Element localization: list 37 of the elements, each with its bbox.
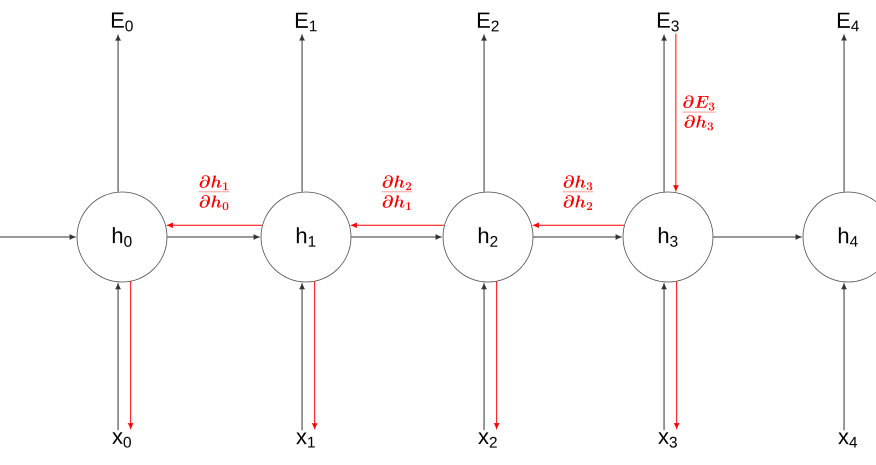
input-label: x$_{0}$ [112,432,131,448]
arrow [299,34,305,192]
arrow [532,234,622,240]
arrow [661,34,667,192]
output-label: E$_{0}$ [112,12,133,32]
arrow [841,34,847,192]
edge-label: $\frac{\partial h_3}{\partial h_2}$ [562,175,594,210]
gradient-arrow [128,281,134,429]
arrow [166,234,260,240]
arrow [116,284,121,431]
output-label: E$_{1}$ [296,12,317,32]
edge-label: $\frac{\partial h_1}{\partial h_0}$ [198,175,230,210]
gradient-arrow [533,222,625,228]
gradient-arrow [167,222,263,228]
input-label: x$_{3}$ [658,432,677,448]
gradient-arrow [312,281,318,429]
output-label: E$_{4}$ [838,12,859,32]
input-label: x$_{4}$ [838,432,858,448]
arrow [350,234,442,240]
gradient-arrow [674,281,680,429]
gradient-arrow [494,281,500,429]
gradient-arrow [673,33,678,191]
arrow [0,234,76,240]
arrow [116,34,121,192]
arrow [712,234,802,240]
arrow [841,284,847,431]
output-label: E$_{2}$ [478,12,499,32]
gradient-arrow [351,222,445,228]
output-label: E$_{3}$ [658,12,679,32]
arrow [481,284,487,431]
arrow [481,34,487,192]
arrow [299,284,305,431]
input-label: x$_{1}$ [296,432,315,448]
input-label: x$_{2}$ [478,432,497,448]
arrow [661,284,667,431]
edge-label: $\frac{\partial E_3}{\partial h_3}$ [682,95,716,130]
edge-label: $\frac{\partial h_2}{\partial h_1}$ [382,175,412,210]
